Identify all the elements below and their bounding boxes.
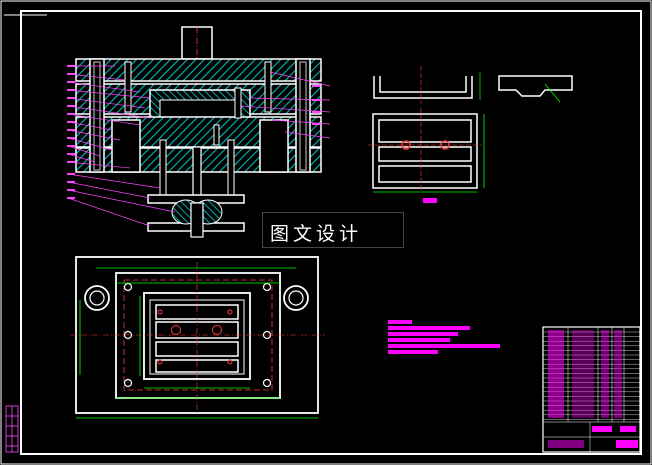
part-plan-view xyxy=(368,108,485,203)
technical-notes xyxy=(388,320,500,354)
watermark-box xyxy=(262,212,404,248)
mold-section-view xyxy=(67,26,331,238)
part-side-view xyxy=(373,66,481,104)
mold-plan-view xyxy=(70,256,325,419)
left-margin-table xyxy=(5,405,19,453)
watermark-text: 图文设计 xyxy=(270,223,363,245)
title-block xyxy=(542,326,641,453)
part-section-view xyxy=(498,75,573,103)
